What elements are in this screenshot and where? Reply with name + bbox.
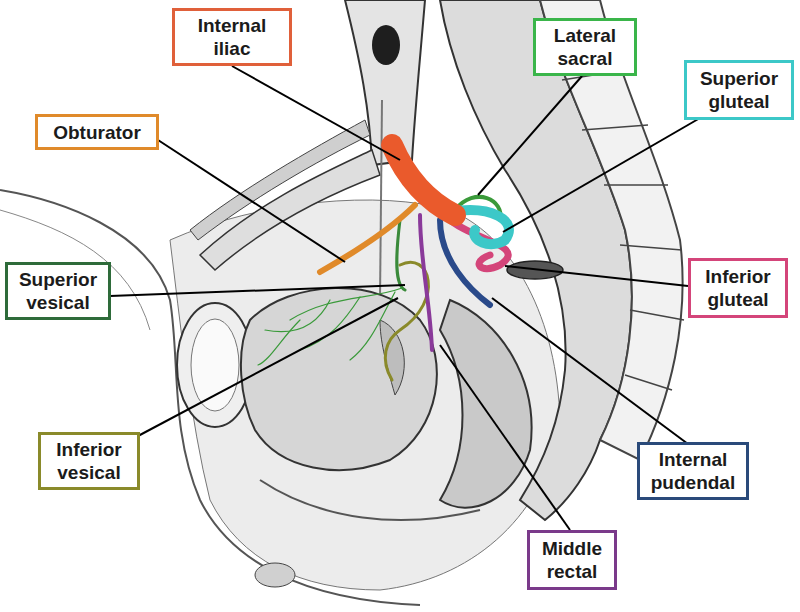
label-text: Inferior gluteal [697, 265, 779, 311]
leader-line [505, 266, 688, 286]
middle-rectal-artery [420, 215, 432, 350]
vessel-section [372, 25, 400, 65]
leader-line [232, 66, 400, 160]
label-text: Inferior vesical [47, 438, 131, 484]
label-text: Superior vesical [14, 268, 102, 314]
label-box: Internal pudendal [637, 442, 749, 500]
label-text: Obturator [53, 121, 141, 144]
vertebral-bodies [540, 0, 683, 460]
label-text: Internal iliac [181, 14, 283, 60]
leader-lines [110, 66, 700, 530]
label-box: Superior vesical [5, 262, 111, 320]
label-text: Lateral sacral [542, 24, 628, 70]
leader-line [503, 118, 700, 232]
label-box: Lateral sacral [533, 18, 637, 76]
leader-line [478, 76, 582, 195]
pubic-bone-inner [191, 319, 239, 411]
leader-line [440, 345, 570, 530]
label-box: Internal iliac [172, 8, 292, 66]
leader-line [158, 140, 345, 262]
pelvic-floor [260, 480, 480, 520]
external-iliac-vein [190, 120, 370, 240]
urethral-bulb [255, 563, 295, 587]
obturator-artery [320, 205, 415, 272]
label-text: Middle rectal [536, 537, 608, 583]
internal-iliac-artery [392, 145, 455, 215]
label-box: Inferior vesical [38, 432, 140, 490]
label-box: Inferior gluteal [688, 258, 788, 318]
vesical-branches [258, 288, 402, 365]
rectum [440, 300, 532, 508]
vertebra-lines [548, 22, 684, 390]
label-text: Internal pudendal [646, 448, 740, 494]
bladder [241, 288, 437, 470]
label-box: Middle rectal [527, 530, 617, 590]
leader-line [138, 298, 398, 436]
superior-vesical-artery [397, 220, 405, 290]
arteries [258, 145, 509, 380]
leader-line [492, 298, 688, 444]
label-box: Superior gluteal [684, 60, 794, 120]
label-box: Obturator [35, 114, 159, 150]
leader-line [110, 285, 405, 296]
ureter [380, 100, 382, 300]
muscle-line [0, 210, 150, 330]
inferior-vesical-artery [385, 262, 428, 380]
label-text: Superior gluteal [693, 67, 785, 113]
